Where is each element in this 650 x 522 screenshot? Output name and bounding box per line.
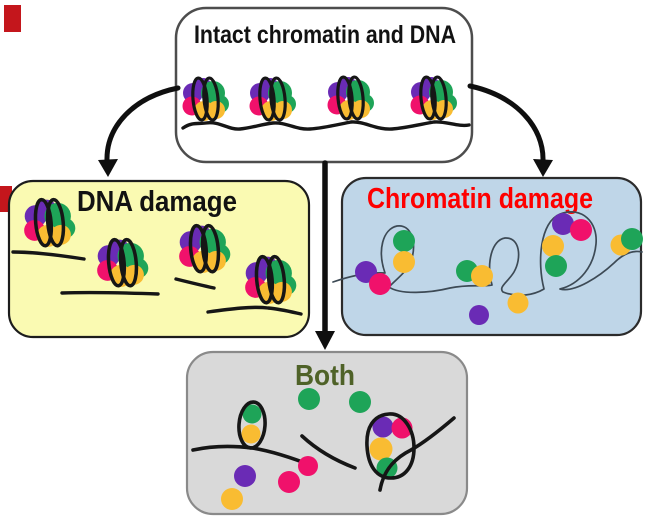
both-box	[185, 350, 469, 516]
histone-circle-green	[393, 230, 415, 252]
dna-strand-line	[181, 120, 471, 131]
broken-dna-line	[300, 434, 357, 470]
histone-circle-purple	[469, 305, 489, 325]
histone-circle-yellow	[393, 251, 415, 273]
histone-circle-yellow	[241, 424, 261, 444]
red-artifact-mark	[4, 5, 21, 32]
histone-circle-pink	[278, 471, 300, 493]
arrow-to-chromatin-damage	[467, 83, 546, 164]
histone-circle-green	[621, 228, 643, 250]
intact-chromatin-title: Intact chromatin and DNA	[194, 21, 456, 49]
chromatin-damage-title: Chromatin damage	[367, 183, 593, 215]
broken-dna-line	[378, 416, 456, 492]
histone-circle-pink	[298, 456, 318, 476]
dna-fragment-line	[60, 290, 160, 296]
dna-loop	[365, 412, 416, 480]
histone-circle-green	[545, 255, 567, 277]
dna-damage-title: DNA damage	[77, 186, 237, 218]
dna-fragment-line	[206, 305, 303, 316]
histone-circle-yellow	[221, 488, 243, 510]
arrow-to-dna-damage	[104, 85, 181, 164]
histone-circle-yellow	[369, 437, 393, 461]
histone-circle-pink	[369, 273, 391, 295]
histone-circle-purple	[552, 213, 574, 235]
histone-circle-purple	[372, 416, 394, 438]
histone-circle-pink	[570, 219, 592, 241]
histone-circle-green	[298, 388, 320, 410]
histone-circle-yellow	[507, 292, 529, 314]
arrow-to-chromatin-damage-arrowhead	[533, 159, 553, 177]
arrow-to-dna-damage-arrowhead	[98, 159, 118, 177]
histone-circle-yellow	[542, 235, 564, 257]
arrow-to-both-arrowhead	[315, 331, 335, 350]
histone-circle-purple	[234, 465, 256, 487]
histone-circle-green	[242, 404, 262, 424]
dna-fragment-line	[11, 250, 86, 261]
dna-loop	[237, 400, 267, 450]
histone-circle-green	[349, 391, 371, 413]
dna-fragment-line	[174, 277, 216, 290]
dna-damage-box	[7, 179, 311, 339]
both-title: Both	[295, 360, 355, 392]
histone-circle-yellow	[471, 265, 493, 287]
